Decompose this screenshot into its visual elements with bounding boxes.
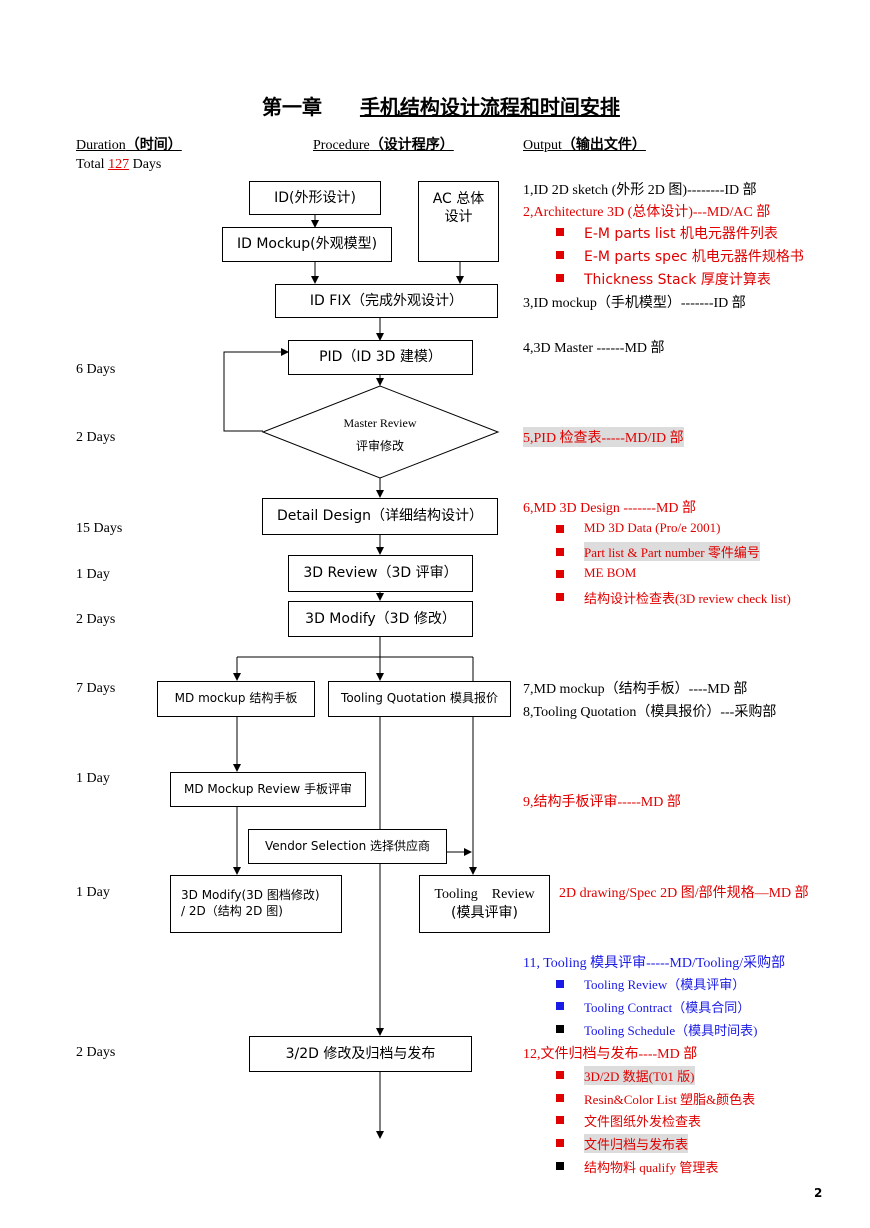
output-2-item-3: Thickness Stack 厚度计算表: [584, 272, 771, 288]
duration-3d2d-modify: 1 Day: [76, 885, 110, 900]
page-number: 2: [814, 1186, 823, 1200]
box-id-design: ID(外形设计): [249, 181, 381, 215]
total-days-value: 127: [108, 157, 130, 172]
bullet-square-icon: [556, 980, 564, 988]
box-detail-design: Detail Design（详细结构设计）: [262, 498, 498, 535]
bullet-square-icon: [556, 548, 564, 556]
output-6-item-4: 结构设计检查表(3D review check list): [584, 591, 791, 606]
output-2-item-2: E-M parts spec 机电元器件规格书: [584, 249, 804, 265]
header-duration-cn: （时间）: [125, 137, 182, 153]
chapter-title: 第一章 手机结构设计流程和时间安排: [262, 91, 620, 120]
header-procedure-cn: （设计程序）: [369, 137, 454, 153]
header-procedure-label: Procedure: [313, 138, 370, 153]
output-9: 9,结构手板评审-----MD 部: [523, 795, 681, 810]
bullet-square-icon: [556, 1139, 564, 1147]
box-vendor-selection: Vendor Selection 选择供应商: [248, 829, 447, 864]
bullet-square-icon: [556, 1002, 564, 1010]
output-2-item-1: E-M parts list 机电元器件列表: [584, 226, 778, 242]
bullet-square-icon: [556, 525, 564, 533]
box-md-mockup: MD mockup 结构手板: [157, 681, 315, 717]
output-12-item-5: 结构物料 qualify 管理表: [584, 1160, 719, 1175]
output-2: 2,Architecture 3D (总体设计)---MD/AC 部: [523, 205, 771, 220]
duration-3d-modify: 2 Days: [76, 612, 116, 627]
master-review-diamond: [261, 385, 500, 479]
bullet-square-icon: [556, 1025, 564, 1033]
box-3d-modify: 3D Modify（3D 修改）: [288, 601, 473, 637]
bullet-square-icon: [556, 1094, 564, 1102]
header-procedure: Procedure（设计程序）: [313, 134, 454, 154]
duration-release: 2 Days: [76, 1045, 116, 1060]
box-tooling-quotation: Tooling Quotation 模具报价: [328, 681, 511, 717]
bullet-square-icon: [556, 228, 564, 236]
output-11: 11, Tooling 模具评审-----MD/Tooling/采购部: [523, 956, 786, 971]
duration-master-review: 2 Days: [76, 430, 116, 445]
box-md-mockup-review: MD Mockup Review 手板评审: [170, 772, 366, 807]
output-11-item-3: Tooling Schedule（模具时间表): [584, 1023, 758, 1038]
box-3d-review: 3D Review（3D 评审）: [288, 555, 473, 592]
total-suffix: Days: [129, 157, 162, 172]
box-id-fix: ID FIX（完成外观设计）: [275, 284, 498, 318]
output-6-item-2: Part list & Part number 零件编号: [584, 542, 760, 561]
output-12-item-3: 文件图纸外发检查表: [584, 1114, 702, 1129]
master-review-label: Master Review: [343, 416, 417, 430]
box-ac-design: AC 总体 设计: [418, 181, 499, 262]
box-pid: PID（ID 3D 建模）: [288, 340, 473, 375]
bullet-square-icon: [556, 251, 564, 259]
duration-detail-design: 15 Days: [76, 521, 123, 536]
loop-review-to-pid: [223, 348, 289, 432]
output-4: 4,3D Master ------MD 部: [523, 341, 665, 356]
output-12-item-4: 文件归档与发布表: [584, 1134, 689, 1153]
header-output-cn: （输出文件）: [561, 137, 646, 153]
chapter-heading: 手机结构设计流程和时间安排: [359, 95, 620, 119]
total-prefix: Total: [76, 157, 109, 172]
bullet-square-icon: [556, 1162, 564, 1170]
output-6: 6,MD 3D Design -------MD 部: [523, 501, 697, 516]
output-5: 5,PID 检查表-----MD/ID 部: [523, 427, 684, 447]
box-3d2d-modify-line1: 3D Modify(3D 图档修改): [181, 888, 320, 903]
output-12-item-2: Resin&Color List 塑脂&颜色表: [584, 1092, 756, 1107]
duration-pid: 6 Days: [76, 362, 116, 377]
duration-3d-review: 1 Day: [76, 567, 110, 582]
bullet-square-icon: [556, 274, 564, 282]
box-3d2d-modify: 3D Modify(3D 图档修改) / 2D（结构 2D 图): [170, 875, 342, 933]
chapter-number: 第一章: [262, 95, 322, 119]
output-10: 2D drawing/Spec 2D 图/部件规格—MD 部: [559, 886, 809, 901]
bullet-square-icon: [556, 570, 564, 578]
bullet-square-icon: [556, 1071, 564, 1079]
header-duration: Duration（时间）: [76, 134, 182, 154]
box-release: 3/2D 修改及归档与发布: [249, 1036, 472, 1072]
header-output: Output（输出文件）: [523, 134, 646, 154]
output-11-item-1: Tooling Review（模具评审）: [584, 977, 746, 992]
header-output-label: Output: [523, 138, 562, 153]
header-duration-label: Duration: [76, 138, 126, 153]
output-7: 7,MD mockup（结构手板）----MD 部: [523, 682, 748, 697]
box-tooling-review-line1: Tooling Review: [434, 886, 535, 902]
output-12-item-1: 3D/2D 数据(T01 版): [584, 1066, 695, 1085]
duration-mockup-review: 1 Day: [76, 771, 110, 786]
output-8: 8,Tooling Quotation（模具报价）---采购部: [523, 705, 777, 720]
output-1: 1,ID 2D sketch (外形 2D 图)--------ID 部: [523, 183, 757, 198]
bullet-square-icon: [556, 593, 564, 601]
box-id-mockup: ID Mockup(外观模型): [222, 227, 392, 262]
output-3: 3,ID mockup（手机模型）-------ID 部: [523, 296, 746, 311]
master-review-cn: 评审修改: [355, 439, 404, 453]
box-tooling-review-line2: (模具评审): [451, 905, 518, 921]
duration-md-mockup: 7 Days: [76, 681, 116, 696]
output-11-item-2: Tooling Contract（模具合同）: [584, 1000, 751, 1015]
box-tooling-review: Tooling Review (模具评审): [419, 875, 550, 933]
bullet-square-icon: [556, 1116, 564, 1124]
output-6-item-3: ME BOM: [584, 565, 637, 580]
output-6-item-1: MD 3D Data (Pro/e 2001): [584, 520, 721, 535]
output-12: 12,文件归档与发布----MD 部: [523, 1047, 698, 1062]
box-3d2d-modify-line2: / 2D（结构 2D 图): [181, 904, 283, 918]
total-days: Total 127 Days: [76, 157, 161, 173]
